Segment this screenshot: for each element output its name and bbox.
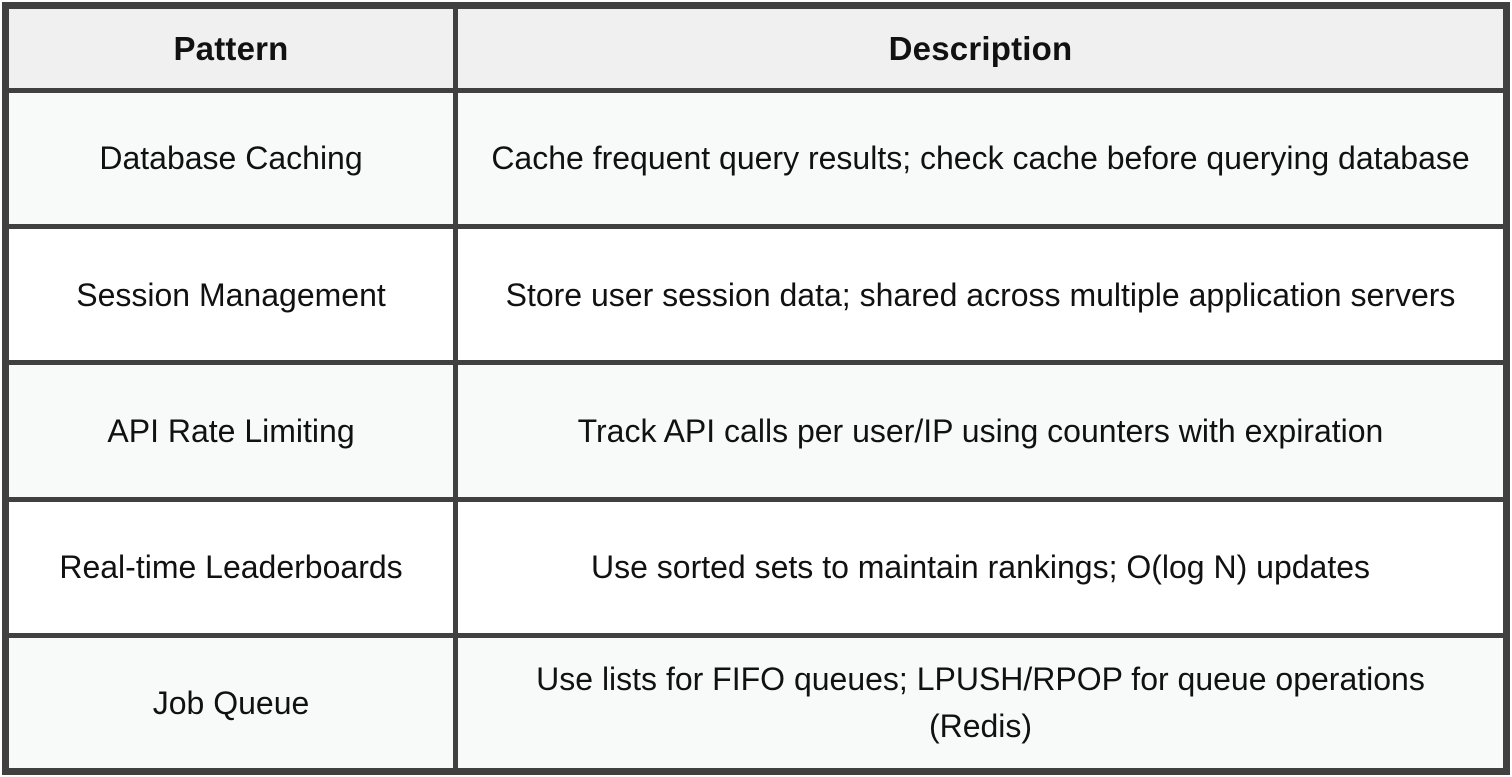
table-row: Real-time Leaderboards Use sorted sets t… bbox=[3, 496, 1509, 638]
pattern-cell: Real-time Leaderboards bbox=[3, 496, 458, 638]
column-header-description: Description bbox=[453, 3, 1509, 93]
table-header-row: Pattern Description bbox=[3, 3, 1509, 93]
pattern-cell: API Rate Limiting bbox=[3, 360, 458, 502]
pattern-cell: Job Queue bbox=[3, 632, 458, 775]
table-row: Job Queue Use lists for FIFO queues; LPU… bbox=[3, 632, 1509, 775]
table-row: Database Caching Cache frequent query re… bbox=[3, 87, 1509, 230]
description-cell: Use lists for FIFO queues; LPUSH/RPOP fo… bbox=[453, 632, 1509, 775]
description-cell: Store user session data; shared across m… bbox=[453, 224, 1509, 366]
pattern-cell: Database Caching bbox=[3, 87, 458, 230]
description-cell: Use sorted sets to maintain rankings; O(… bbox=[453, 496, 1509, 638]
description-cell: Track API calls per user/IP using counte… bbox=[453, 360, 1509, 502]
description-cell: Cache frequent query results; check cach… bbox=[453, 87, 1509, 230]
table-row: API Rate Limiting Track API calls per us… bbox=[3, 360, 1509, 502]
pattern-cell: Session Management bbox=[3, 224, 458, 366]
table-row: Session Management Store user session da… bbox=[3, 224, 1509, 366]
column-header-pattern: Pattern bbox=[3, 3, 458, 93]
